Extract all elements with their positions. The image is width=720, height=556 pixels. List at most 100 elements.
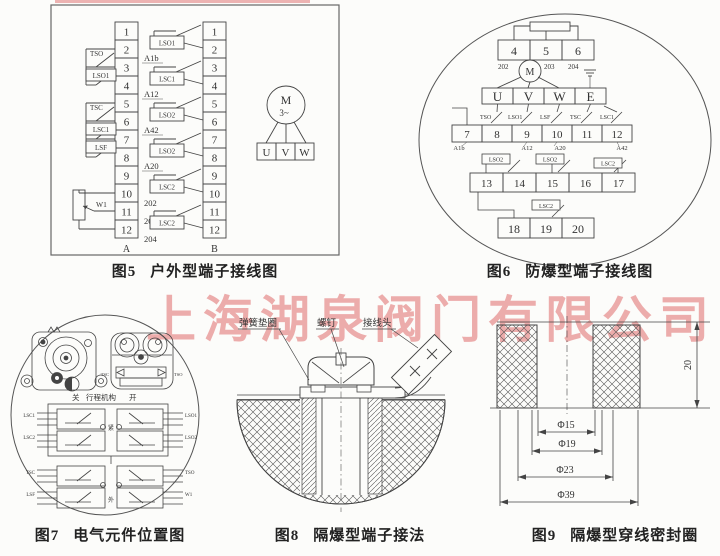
fig8-caption-title: 隔爆型端子接法 <box>313 528 426 544</box>
svg-text:A1b: A1b <box>453 145 464 152</box>
fig6-a-code-ticks <box>461 141 620 147</box>
lug-x-marks <box>409 348 438 377</box>
fig9-caption-number: 图9 <box>531 528 557 544</box>
strip-a-switches <box>85 48 117 158</box>
svg-text:7: 7 <box>124 135 130 147</box>
strip-b-switches <box>149 24 204 230</box>
svg-text:Φ15: Φ15 <box>557 420 574 431</box>
open-label: 开 <box>129 393 137 402</box>
fig5-caption-number: 图5 <box>111 264 137 280</box>
svg-text:9: 9 <box>212 171 218 183</box>
svg-text:12: 12 <box>121 225 132 237</box>
svg-text:6: 6 <box>212 117 218 129</box>
fig7-circle <box>10 314 200 516</box>
svg-text:接线头: 接线头 <box>363 317 392 329</box>
svg-text:U: U <box>493 89 503 104</box>
svg-text:10: 10 <box>121 189 133 201</box>
fig8-caption-number: 图8 <box>274 528 300 544</box>
svg-text:20: 20 <box>572 222 584 236</box>
svg-text:LSO2: LSO2 <box>159 149 176 156</box>
height-dimension-text: 20 <box>683 360 694 370</box>
svg-text:10: 10 <box>209 189 221 201</box>
svg-text:1: 1 <box>124 27 130 39</box>
svg-text:LSC2: LSC2 <box>159 185 175 192</box>
svg-text:11: 11 <box>582 129 593 141</box>
svg-text:A42: A42 <box>616 145 627 152</box>
svg-text:TSC: TSC <box>26 471 36 476</box>
height-dimension <box>694 322 700 408</box>
fig6-202-labels: 202 203 204 <box>498 63 579 71</box>
fig6-switch-row3 <box>477 192 565 218</box>
svg-text:螺钉: 螺钉 <box>317 318 337 329</box>
svg-text:7: 7 <box>212 135 218 147</box>
fig5-caption-title: 户外型端子接线图 <box>150 264 279 280</box>
travel-mechanism-label: 行程机构 <box>86 392 116 402</box>
close-label: 关 <box>72 392 80 402</box>
fig6-strip-1820 <box>497 217 595 239</box>
fig6-switch-row1-labels: TSO LSO1 LSF TSC LSC1 <box>480 115 614 121</box>
strip-a-title: A <box>123 244 131 255</box>
svg-text:LSF: LSF <box>95 144 107 152</box>
svg-text:17: 17 <box>613 178 625 190</box>
svg-text:LSC2: LSC2 <box>159 221 175 228</box>
svg-text:弹簧垫圈: 弹簧垫圈 <box>239 317 277 329</box>
svg-text:6: 6 <box>575 44 581 58</box>
terminal-plate <box>299 386 406 399</box>
fig6-strip-1317 <box>469 172 636 193</box>
torque-switch-block <box>37 465 183 509</box>
svg-text:A1b: A1b <box>144 53 159 63</box>
svg-text:LSF: LSF <box>540 115 551 121</box>
svg-text:E: E <box>587 89 595 104</box>
fig6-resistor <box>513 21 579 40</box>
svg-text:15: 15 <box>547 178 559 190</box>
svg-text:LSO2: LSO2 <box>543 158 557 164</box>
ring-section-right <box>592 324 641 409</box>
fig7-caption-title: 电气元件位置图 <box>73 528 186 544</box>
svg-text:LSO2: LSO2 <box>159 113 176 120</box>
center-char-bottom: 外 <box>108 496 114 504</box>
fig6-circle <box>418 13 712 267</box>
svg-text:14: 14 <box>514 178 526 190</box>
svg-text:4: 4 <box>212 81 218 93</box>
fig7-component-position-diagram: TSC TSO 关 行程机构 开 紧 LSC1 LSC2 LSO1 LSO2 外 <box>10 314 200 516</box>
fig5-caption: 图5 户外型端子接线图 <box>50 260 340 281</box>
svg-text:19: 19 <box>540 222 552 236</box>
fig6-strip-712 <box>451 124 633 143</box>
w1-label: W1 <box>96 200 107 209</box>
terminal-strip-b <box>202 21 227 239</box>
svg-text:1: 1 <box>212 27 218 39</box>
svg-text:Φ19: Φ19 <box>558 439 575 450</box>
svg-text:A12: A12 <box>521 145 532 152</box>
cam-label-tso: TSO <box>174 372 183 377</box>
svg-text:5: 5 <box>124 99 130 111</box>
screw-head <box>307 356 375 386</box>
svg-text:TSO: TSO <box>90 50 103 58</box>
diameter-dimension-texts: Φ15 Φ19 Φ23 Φ39 <box>556 420 575 501</box>
ring-section-left <box>496 324 538 409</box>
travel-switch-block <box>37 403 183 464</box>
wire-lug <box>390 333 453 396</box>
fig6-switch-row2 <box>481 153 627 173</box>
svg-text:11: 11 <box>209 207 220 219</box>
svg-text:TSC: TSC <box>90 104 103 112</box>
screw-head-chamfers <box>311 361 371 384</box>
center-char-top: 紧 <box>108 424 114 432</box>
svg-text:11: 11 <box>121 207 132 219</box>
strip-b-switch-labels: LSO1 LSC1 LSO2 LSO2 LSC2 LSC2 <box>159 41 176 228</box>
svg-text:LSO1: LSO1 <box>159 41 175 48</box>
svg-text:13: 13 <box>481 178 493 190</box>
svg-text:A42: A42 <box>144 125 159 135</box>
svg-text:A12: A12 <box>144 89 159 99</box>
fig8-terminal-connection-drawing: 弹簧垫圈 螺钉 接线头 <box>236 317 453 512</box>
svg-text:LSC1: LSC1 <box>93 126 110 134</box>
strip-a-code-underlines <box>142 62 163 172</box>
svg-text:4: 4 <box>511 44 517 58</box>
travel-switch-labels: LSC1 LSC2 LSO1 LSO2 <box>23 414 197 441</box>
svg-text:3: 3 <box>212 63 218 75</box>
svg-text:202: 202 <box>144 198 157 208</box>
